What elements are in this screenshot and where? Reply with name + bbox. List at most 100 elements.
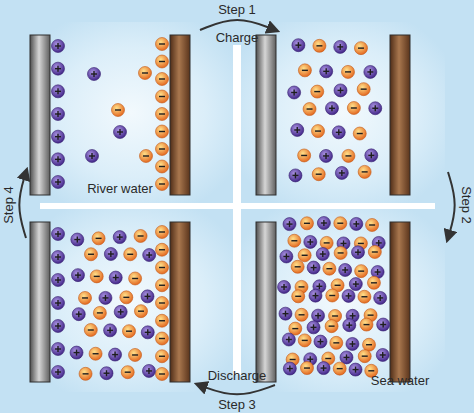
anion: [312, 168, 325, 181]
divider: [233, 45, 241, 375]
anion: [156, 279, 169, 292]
cation: [52, 153, 65, 166]
electrode: [256, 222, 276, 382]
cation: [376, 348, 389, 361]
cation: [351, 246, 364, 259]
anion: [342, 149, 355, 162]
anion: [156, 368, 169, 381]
cation: [349, 363, 362, 376]
anion: [156, 143, 169, 156]
cation: [340, 351, 353, 364]
cation: [320, 65, 333, 78]
cycle-arrow: [19, 172, 26, 238]
cation: [109, 348, 122, 361]
cation: [334, 84, 347, 97]
cation: [52, 343, 65, 356]
cation: [52, 366, 65, 379]
anion: [347, 102, 360, 115]
anion: [129, 272, 142, 285]
anion: [357, 83, 370, 96]
cation: [109, 271, 122, 284]
cation: [52, 108, 65, 121]
anion: [112, 104, 125, 117]
anion: [313, 39, 326, 52]
anion: [366, 219, 379, 232]
cation: [143, 249, 156, 262]
cation: [88, 68, 101, 81]
cation: [364, 65, 377, 78]
water-panel: Sea water: [241, 209, 445, 392]
cation: [104, 324, 117, 337]
electrode: [390, 222, 410, 382]
anion: [156, 108, 169, 121]
anion: [326, 289, 339, 302]
cation: [52, 228, 65, 241]
cation: [52, 320, 65, 333]
electrode: [170, 35, 190, 195]
anion: [156, 160, 169, 173]
cation: [332, 126, 345, 139]
anion: [353, 127, 366, 140]
anion: [367, 276, 380, 289]
anion: [303, 103, 316, 116]
anion: [124, 248, 137, 261]
cation: [307, 321, 320, 334]
electrode: [30, 222, 50, 382]
anion: [300, 362, 313, 375]
anion: [354, 42, 367, 55]
panel: [241, 209, 445, 392]
anion: [295, 308, 308, 321]
cation: [346, 337, 359, 350]
cation: [52, 62, 65, 75]
process-label: Charge: [216, 30, 259, 45]
anion: [134, 305, 147, 318]
cation: [71, 233, 84, 246]
anion: [288, 234, 301, 247]
anion: [360, 318, 373, 331]
cation: [100, 367, 113, 380]
cation: [317, 362, 330, 375]
anion: [156, 73, 169, 86]
divider: [40, 203, 435, 209]
cation: [52, 251, 65, 264]
anion: [358, 165, 371, 178]
water-panel: River water: [30, 22, 233, 203]
cation: [70, 346, 83, 359]
cation: [278, 280, 291, 293]
cation: [113, 231, 126, 244]
cation: [335, 166, 348, 179]
cation: [283, 218, 296, 231]
anion: [292, 290, 305, 303]
anion: [300, 217, 313, 230]
cation: [282, 333, 295, 346]
anion: [156, 243, 169, 256]
anion: [156, 297, 169, 310]
cation: [342, 289, 355, 302]
cation: [99, 291, 112, 304]
anion: [123, 325, 136, 338]
anion: [334, 217, 347, 230]
anion: [298, 334, 311, 347]
anion: [298, 149, 311, 162]
cation: [52, 40, 65, 53]
water-label: River water: [87, 181, 153, 196]
cation: [114, 305, 127, 318]
anion: [90, 270, 103, 283]
cation: [52, 297, 65, 310]
anion: [134, 229, 147, 242]
cation: [52, 130, 65, 143]
cation: [334, 40, 347, 53]
cation: [141, 326, 154, 339]
cation: [317, 217, 330, 230]
anion: [298, 64, 311, 77]
cation: [349, 278, 362, 291]
cation: [283, 362, 296, 375]
cation: [307, 261, 320, 274]
anion: [298, 249, 311, 262]
electrode: [170, 222, 190, 382]
anion: [342, 65, 355, 78]
anion: [156, 226, 169, 239]
cation: [104, 248, 117, 261]
